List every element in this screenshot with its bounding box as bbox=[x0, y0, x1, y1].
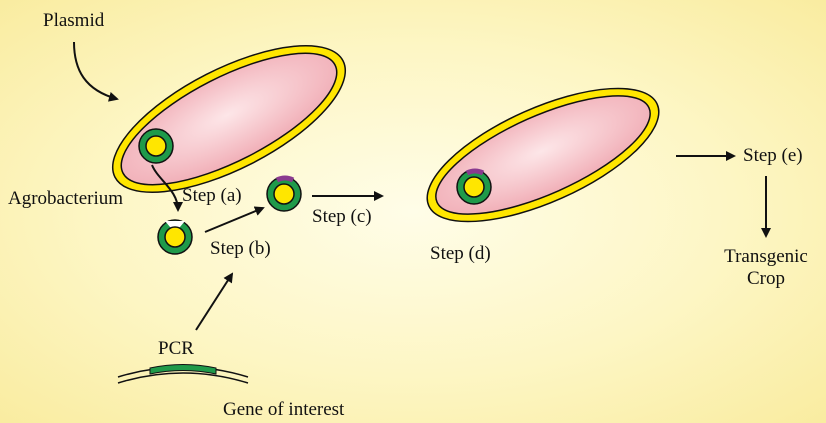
step-c-label: Step (c) bbox=[312, 206, 372, 228]
agrobacterium-label: Agrobacterium bbox=[8, 188, 123, 210]
pcr-arrow bbox=[196, 274, 232, 330]
gene-of-interest-label: Gene of interest bbox=[223, 399, 344, 421]
transgenic-crop-label: Transgenic Crop bbox=[708, 246, 824, 290]
pcr-label: PCR bbox=[158, 338, 194, 360]
isolated-plasmid bbox=[158, 220, 192, 254]
transgenic-label-line2: Crop bbox=[708, 268, 824, 290]
step-a-label: Step (a) bbox=[182, 185, 242, 207]
recombinant-plasmid bbox=[267, 177, 301, 211]
plasmid-pointer-arrow bbox=[74, 42, 117, 99]
transformed-agrobacterium-cell bbox=[410, 61, 677, 249]
recombinant-plasmid-in-cell bbox=[457, 170, 491, 204]
step-b-label: Step (b) bbox=[210, 238, 271, 260]
dna-strand bbox=[118, 365, 248, 384]
transgenic-label-line1: Transgenic bbox=[708, 246, 824, 268]
step-e-label: Step (e) bbox=[743, 145, 803, 167]
plasmid-in-cell bbox=[139, 129, 173, 163]
step-d-label: Step (d) bbox=[430, 243, 491, 265]
step-b-arrow bbox=[205, 208, 263, 232]
plasmid-label: Plasmid bbox=[43, 10, 104, 32]
